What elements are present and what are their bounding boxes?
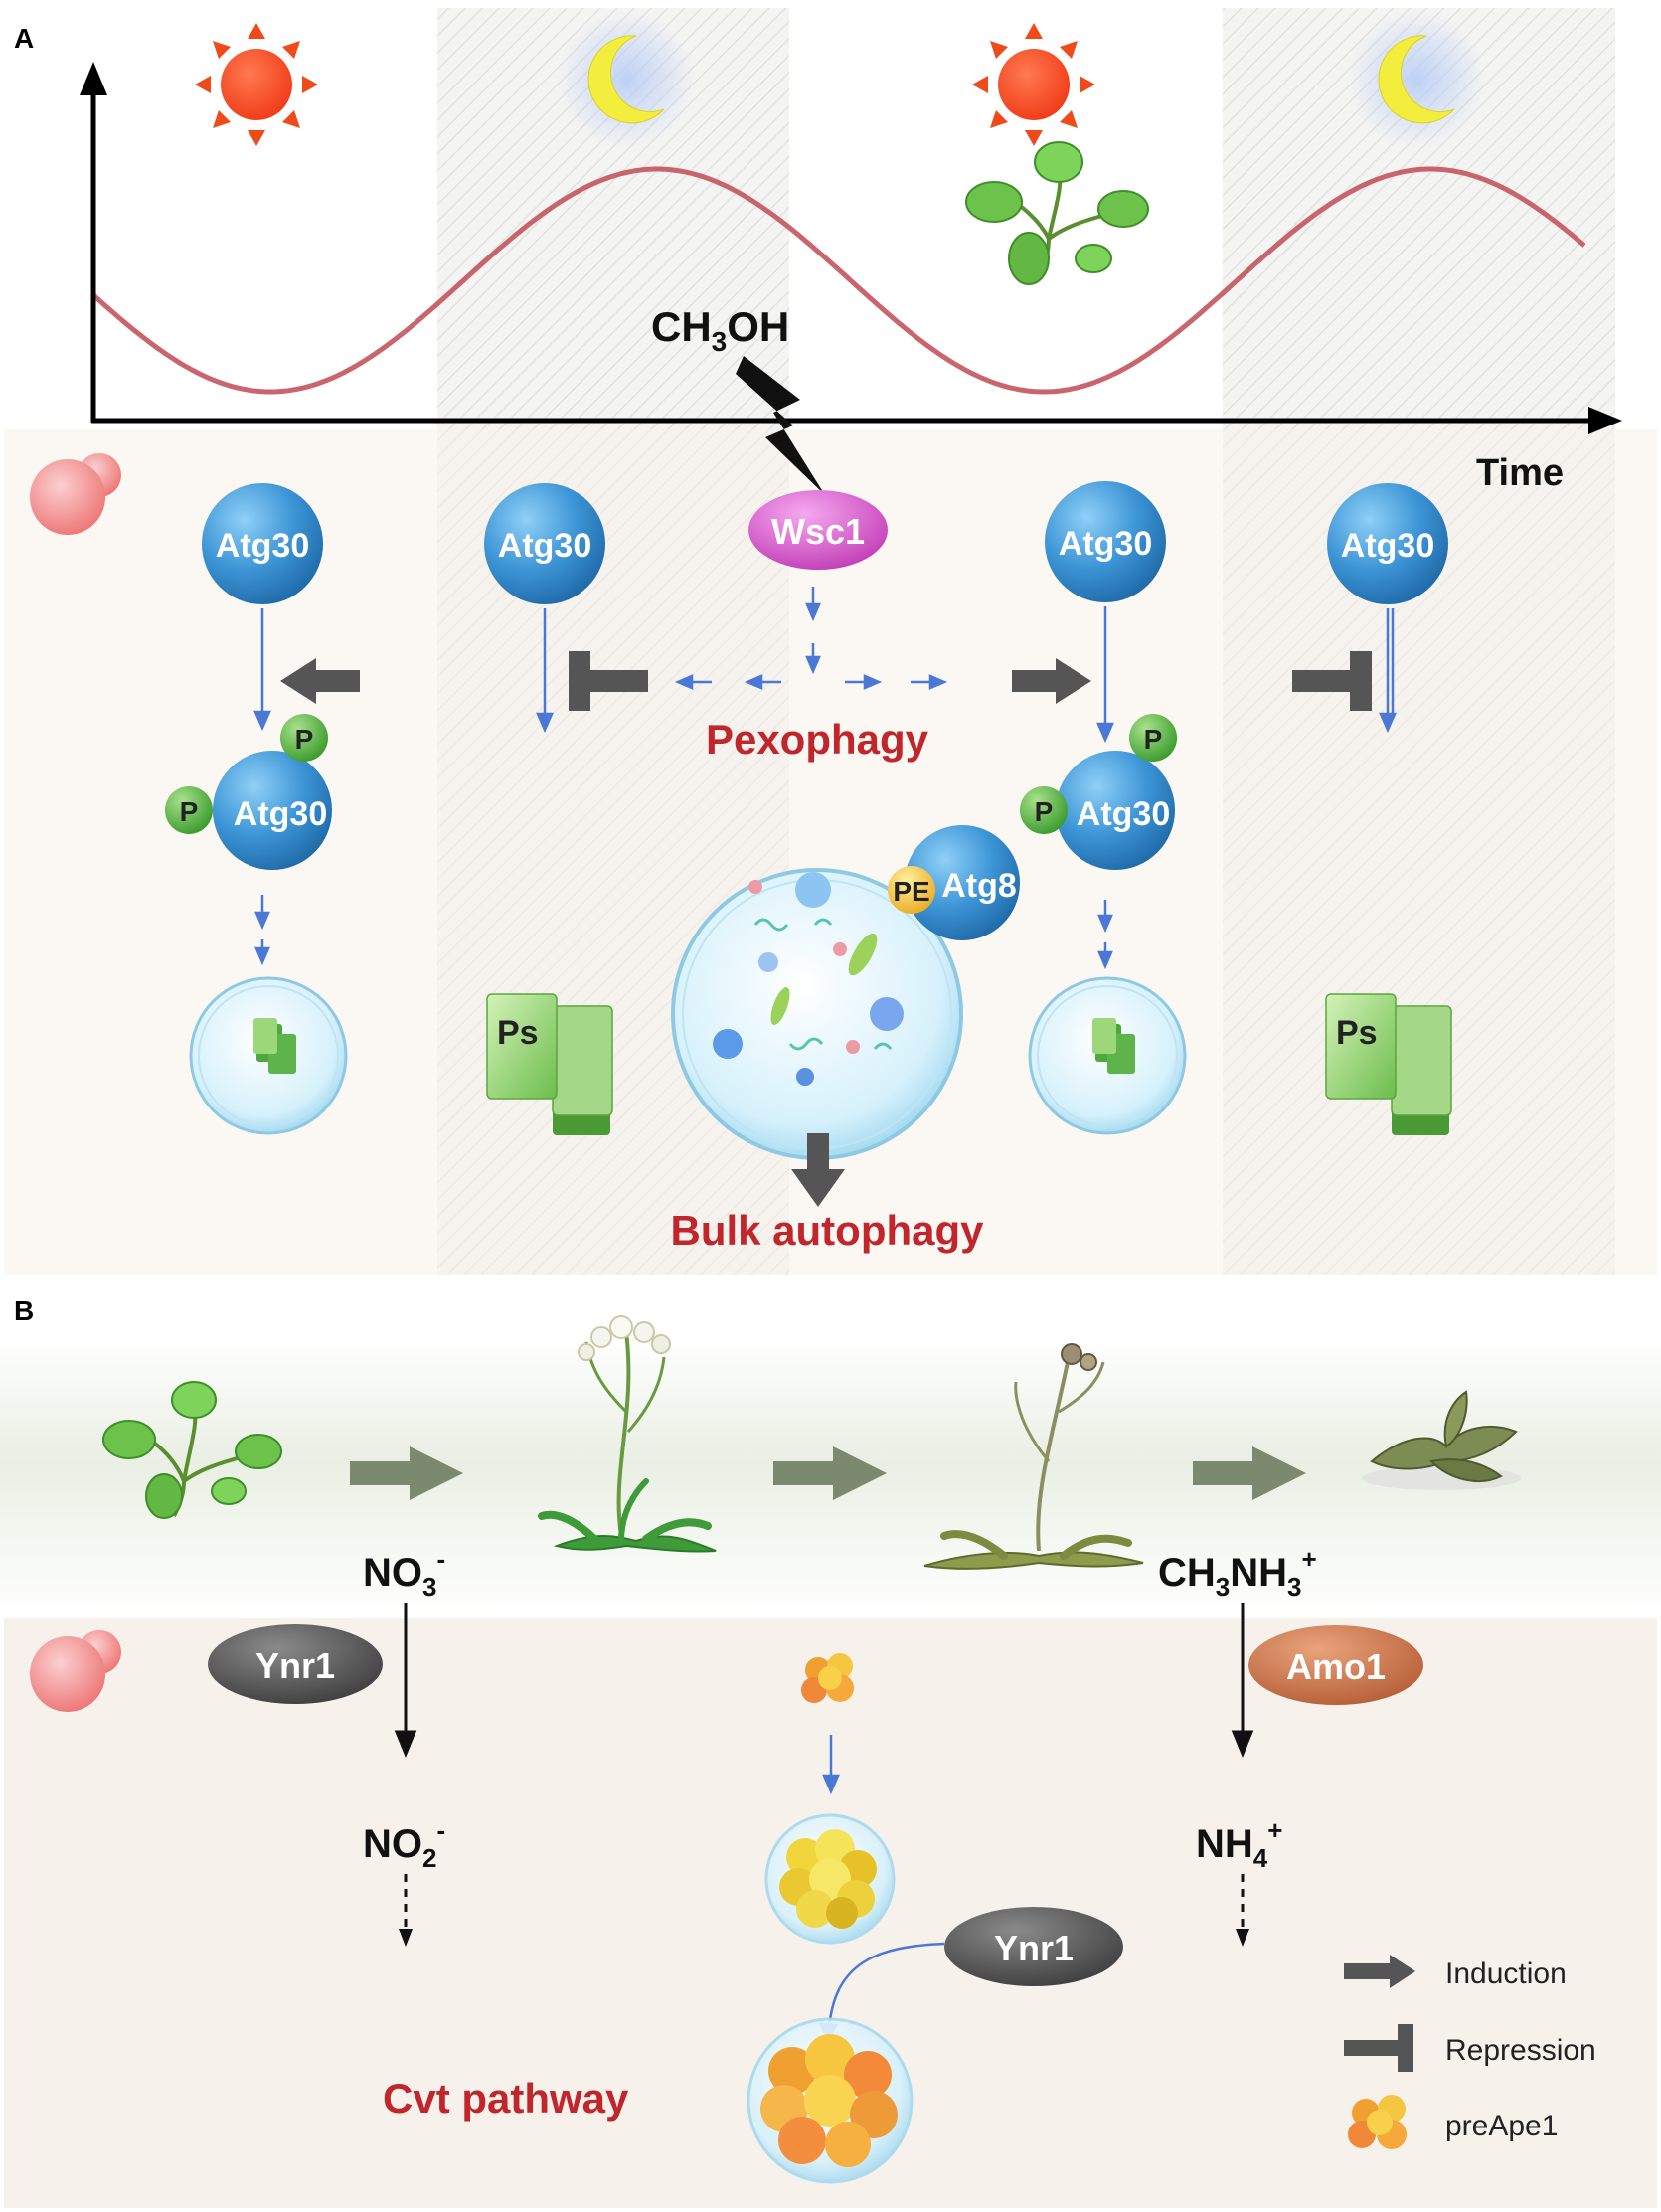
pe-lipid: PE [888,866,935,914]
autophagosome [671,868,963,1160]
bulk-autophagy-label: Bulk autophagy [670,1207,984,1254]
svg-text:Amo1: Amo1 [1286,1646,1386,1687]
methylamine-label: CH3NH3+ [1158,1544,1317,1602]
dead-leaves-icon [1362,1390,1521,1490]
nitrate-label: NO3- [363,1544,445,1602]
yeast-cell-icon [30,453,121,535]
blue-arrows [253,587,1397,970]
lightning-bolt-icon [736,356,825,495]
panel-b: B [0,1295,1661,2208]
phospho-atg30: Atg30 P P [1020,714,1177,870]
wsc1-oval: Wsc1 [748,490,888,570]
svg-text:Ps: Ps [497,1014,539,1052]
preape1-complex [801,1653,854,1703]
moon-icon [557,10,696,149]
legend: Induction Repression preApe1 [1344,1955,1596,2149]
wsc1-label: Wsc1 [771,511,865,552]
svg-text:Repression: Repression [1445,2034,1596,2067]
svg-text:P: P [1144,724,1163,755]
induction-arrow [280,658,360,704]
atg30-protein: Atg30 [1045,481,1166,602]
peroxisome-cluster: Ps [1325,993,1452,1135]
svg-text:Atg30: Atg30 [1059,525,1152,563]
cvt-vesicle [747,2017,914,2184]
cvt-pathway-label: Cvt pathway [383,2075,629,2122]
phosphate-group: P [1129,714,1177,762]
panel-a: A [4,8,1657,1275]
amo1-oval: Amo1 [1248,1625,1423,1705]
rhythm-curve [91,166,1586,395]
flowering-plant-icon [538,1315,717,1553]
sun-icon [972,23,1095,146]
atg30-protein: Atg30 [484,483,605,604]
y-axis-arrowhead [80,62,107,95]
senescent-plant-icon [923,1343,1144,1570]
svg-text:Ynr1: Ynr1 [255,1645,335,1686]
svg-text:preApe1: preApe1 [1445,2110,1558,2142]
svg-text:P: P [1035,796,1054,827]
phosphate-group: P [1020,786,1068,834]
svg-text:Atg8: Atg8 [941,867,1017,905]
svg-text:Atg30: Atg30 [1341,527,1434,565]
legend-induction: Induction [1344,1955,1567,1990]
pexophagy-label: Pexophagy [706,716,929,763]
ammonium-label: NH4+ [1196,1815,1282,1873]
atg8-protein: Atg8 PE [888,825,1020,940]
repression-symbol [1292,651,1372,711]
atg30-protein: Atg30 [202,483,323,604]
down-arrow [791,1133,845,1207]
phospho-atg30: Atg30 P P [165,714,332,870]
seedling-icon [102,1381,282,1519]
dashed-arrowhead [1236,1929,1249,1947]
yeast-cell-icon [30,1630,121,1712]
svg-text:Atg30: Atg30 [216,527,309,565]
panel-b-label: B [14,1295,34,1326]
svg-text:PE: PE [893,876,929,907]
x-axis-label: Time [1476,452,1564,494]
repression-symbol [569,651,648,711]
svg-text:P: P [295,724,314,755]
stage-arrow [1193,1446,1306,1500]
methanol-label: CH3OH [651,303,789,357]
conversion-arrow [394,1603,1254,1758]
seedling-icon [965,141,1149,285]
atg30-protein: Atg30 [1327,483,1448,604]
stage-arrow [350,1446,463,1500]
peroxisome-cluster: Ps [486,993,613,1135]
svg-text:Induction: Induction [1445,1957,1567,1990]
nitrite-label: NO2- [363,1815,445,1873]
legend-repression: Repression [1344,2024,1596,2072]
dashed-arrowhead [399,1929,413,1947]
cvt-vesicle [764,1813,896,1945]
legend-preape1: preApe1 [1348,2095,1558,2149]
svg-text:Atg30: Atg30 [498,527,591,565]
moon-icon [1347,10,1486,149]
induction-arrow [1012,658,1091,704]
phosphate-group: P [165,786,213,834]
svg-text:Atg30: Atg30 [234,795,327,833]
stage-arrow [773,1446,887,1500]
sun-icon [195,23,318,146]
svg-text:P: P [180,796,199,827]
phosphate-group: P [280,714,328,762]
vacuole-icon [189,976,348,1135]
svg-text:Atg30: Atg30 [1077,795,1170,833]
panel-a-label: A [14,23,34,54]
svg-text:Ynr1: Ynr1 [994,1928,1074,1968]
vacuole-icon [1028,976,1187,1135]
ynr1-oval: Ynr1 [208,1624,383,1704]
x-axis-arrowhead [1588,407,1622,434]
ynr1-oval: Ynr1 [944,1907,1123,1986]
svg-text:Ps: Ps [1336,1014,1378,1052]
dashed-arrow [404,1874,1245,1929]
